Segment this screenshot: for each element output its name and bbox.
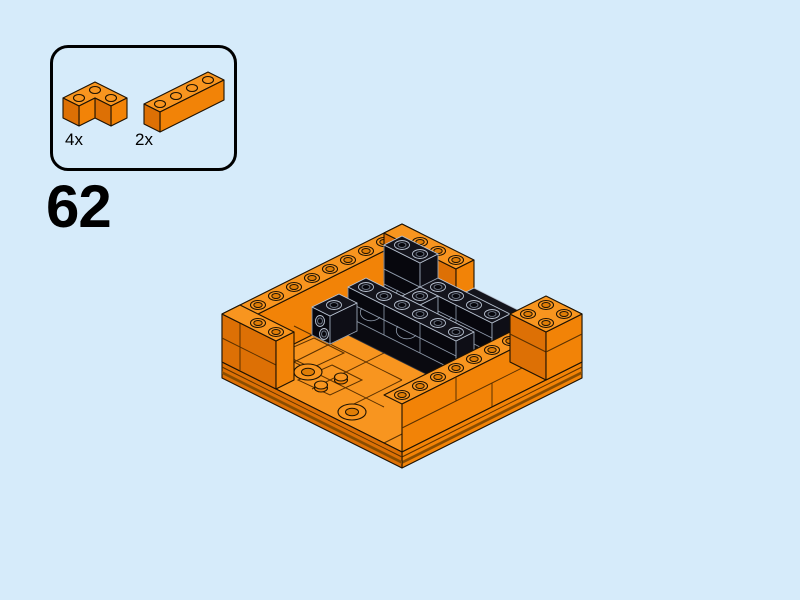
brick-1x4-icon	[143, 71, 225, 133]
lego-model	[221, 223, 583, 469]
right-corner-column	[509, 295, 583, 381]
black-row-front	[347, 277, 475, 372]
round-tile	[337, 403, 367, 421]
parts-callout	[50, 45, 237, 171]
part-quantity-1x4-brick: 2x	[135, 130, 153, 149]
round-tile	[293, 363, 323, 381]
black-bracket	[311, 293, 358, 345]
front-left-wall-segment	[221, 304, 295, 390]
step-number: 62	[46, 173, 112, 240]
black-tall-brick	[383, 235, 439, 288]
corner-brick-icon	[62, 81, 128, 127]
base-sides	[221, 361, 583, 469]
part-quantity-corner-brick: 4x	[65, 130, 83, 149]
